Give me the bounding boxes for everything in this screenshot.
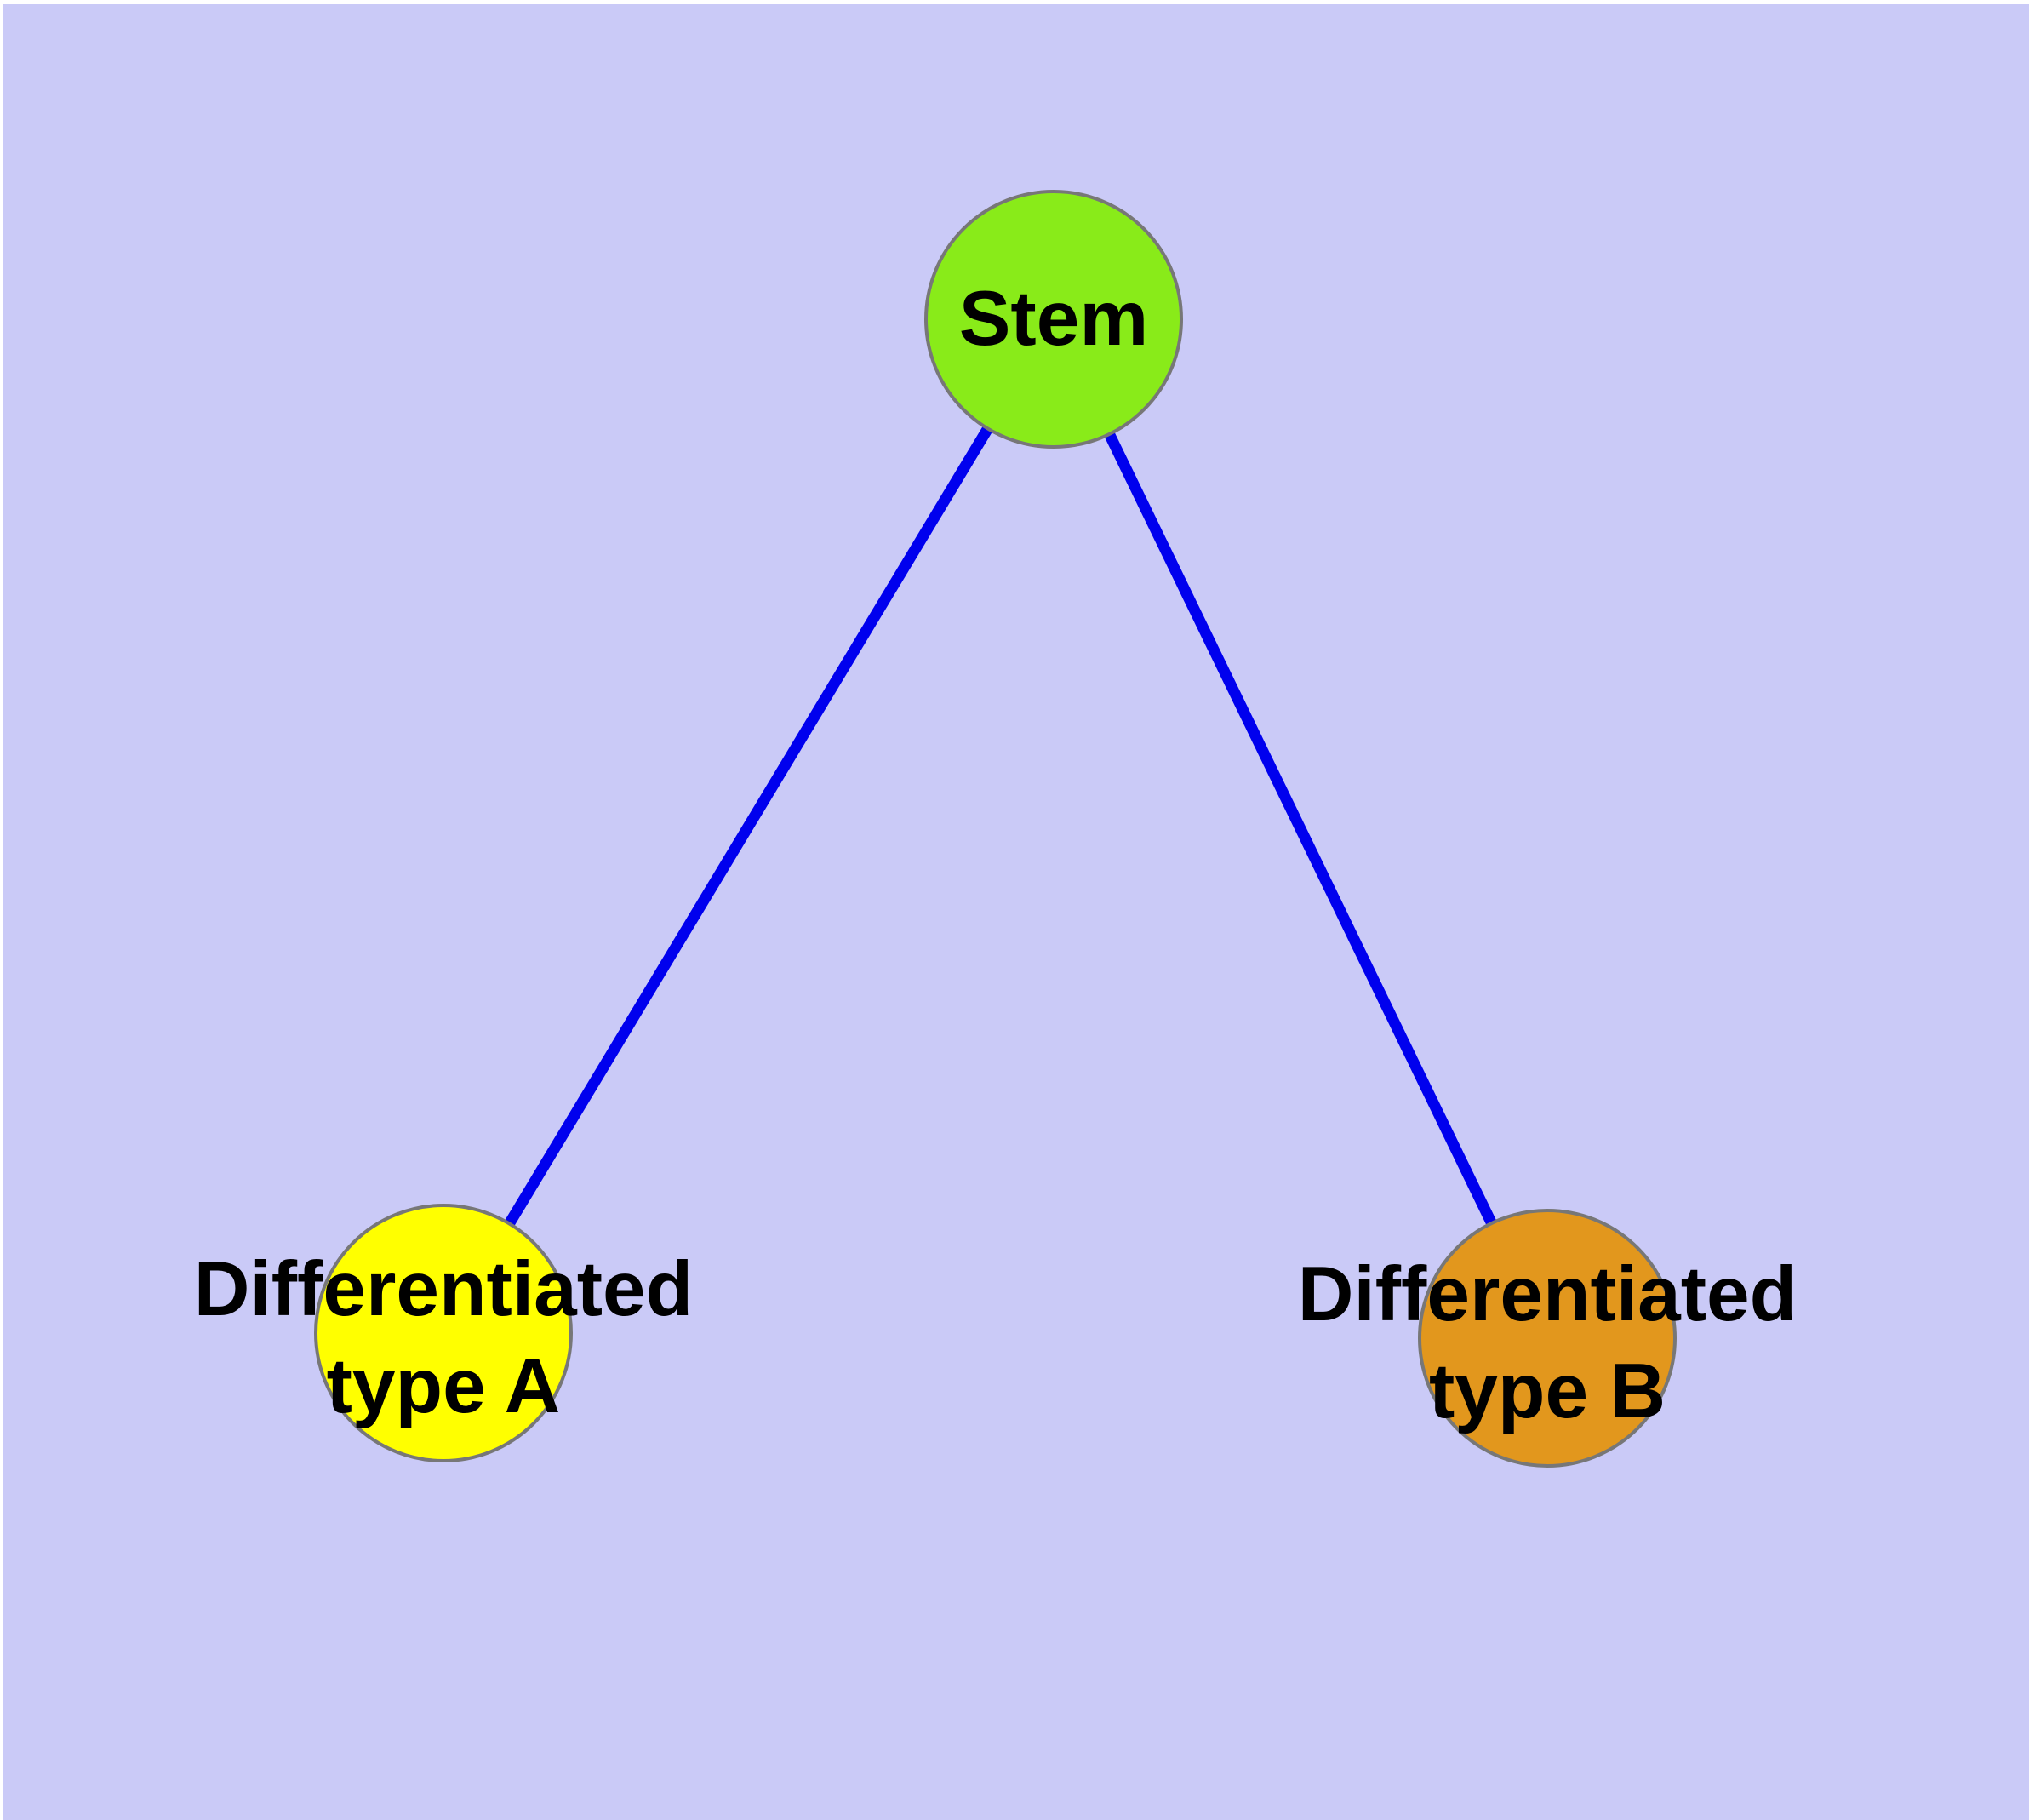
node-differentiated-type-b xyxy=(1418,1209,1677,1468)
edge-stem-to-type-b xyxy=(1049,317,1552,1341)
node-differentiated-type-a xyxy=(314,1204,573,1462)
node-stem xyxy=(924,190,1183,449)
edge-stem-to-type-a xyxy=(438,316,1059,1336)
